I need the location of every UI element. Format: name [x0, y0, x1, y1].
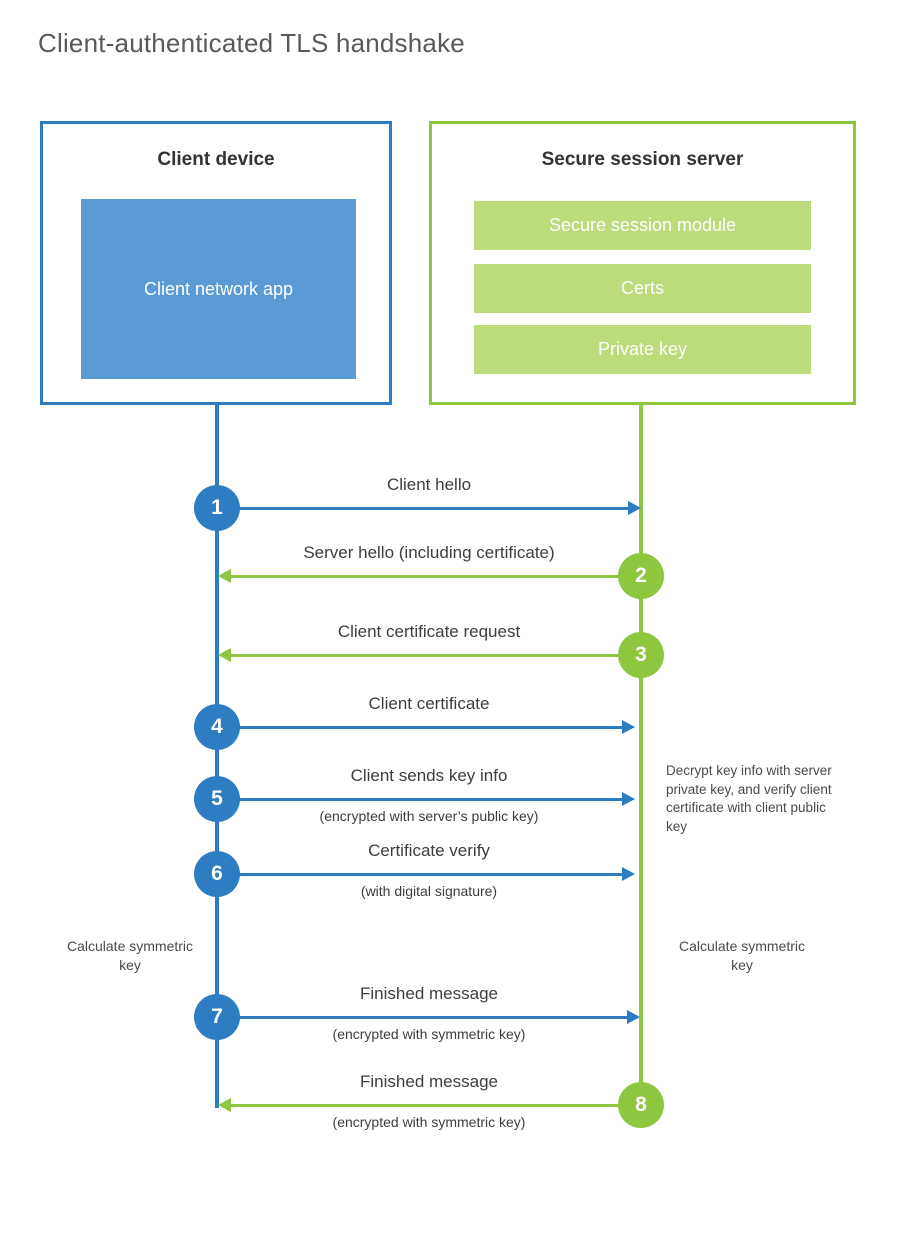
message-label-5: Client sends key info	[350, 766, 508, 785]
message-line-7	[217, 1016, 627, 1019]
arrowhead-left-8	[218, 1098, 231, 1112]
arrowhead-left-2	[218, 569, 231, 583]
annotation-calculate-symmetric-key-client: Calculate symmetric key	[66, 938, 194, 973]
message-line-1	[217, 507, 636, 510]
message-label-3: Client certificate request	[337, 622, 521, 641]
server-lifeline	[639, 402, 643, 1108]
message-line-8	[231, 1104, 641, 1107]
message-sublabel-5: (encrypted with server’s public key)	[319, 808, 539, 824]
message-label-1: Client hello	[386, 475, 472, 494]
step-circle-1[interactable]: 1	[194, 485, 240, 531]
page-title: Client-authenticated TLS handshake	[38, 28, 465, 58]
client-device-box: Client device Client network app	[40, 121, 392, 405]
message-label-4: Client certificate	[368, 694, 490, 713]
message-label-7: Finished message	[360, 984, 498, 1003]
message-line-4	[217, 726, 622, 729]
step-circle-6[interactable]: 6	[194, 851, 240, 897]
annotation-calculate-symmetric-key-server: Calculate symmetric key	[678, 938, 806, 973]
message-line-3	[231, 654, 641, 657]
server-module-secure-session-module: Secure session module	[474, 201, 811, 250]
secure-session-server-box: Secure session server Secure session mod…	[429, 121, 856, 405]
message-line-2	[231, 575, 641, 578]
server-module-private-key: Private key	[474, 325, 811, 374]
message-label-6: Certificate verify	[368, 841, 490, 860]
message-sublabel-8: (encrypted with symmetric key)	[332, 1114, 526, 1130]
message-line-5	[217, 798, 622, 801]
message-label-8: Finished message	[360, 1072, 498, 1091]
arrowhead-left-3	[218, 648, 231, 662]
arrowhead-right-7	[627, 1010, 640, 1024]
arrowhead-right-5	[622, 792, 635, 806]
step-circle-5[interactable]: 5	[194, 776, 240, 822]
annotation-decrypt-key-info: Decrypt key info with server private key…	[666, 763, 832, 834]
message-line-6	[217, 873, 622, 876]
message-sublabel-7: (encrypted with symmetric key)	[332, 1026, 526, 1042]
step-circle-2[interactable]: 2	[618, 553, 664, 599]
client-lifeline	[215, 402, 219, 1108]
secure-session-server-title: Secure session server	[541, 149, 744, 170]
step-circle-4[interactable]: 4	[194, 704, 240, 750]
step-circle-7[interactable]: 7	[194, 994, 240, 1040]
client-device-title: Client device	[157, 149, 275, 170]
arrowhead-right-1	[628, 501, 641, 515]
arrowhead-right-4	[622, 720, 635, 734]
step-circle-3[interactable]: 3	[618, 632, 664, 678]
arrowhead-right-6	[622, 867, 635, 881]
step-circle-8[interactable]: 8	[618, 1082, 664, 1128]
server-module-certs: Certs	[474, 264, 811, 313]
client-network-app-block: Client network app	[81, 199, 356, 379]
message-sublabel-6: (with digital signature)	[360, 883, 498, 899]
message-label-2: Server hello (including certificate)	[303, 543, 555, 562]
